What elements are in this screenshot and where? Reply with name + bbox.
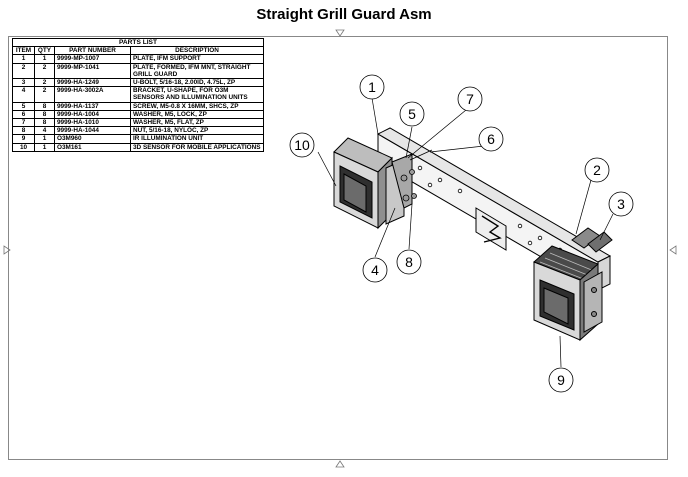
balloon-circle [289,132,315,158]
parts-list-table: PARTS LIST ITEM QTY PART NUMBER DESCRIPT… [12,37,264,152]
balloon-circle [608,191,634,217]
balloon-circle [548,367,574,393]
fasteners-left [400,147,433,202]
top-arrow-icon [335,29,345,37]
right-arrow-icon [669,245,677,255]
balloon-label: 2 [593,162,601,178]
bracket-right [583,271,603,333]
formed-plate-and-ubolt [571,227,613,253]
description-cell: PLATE, FORMED, IFM MNT, STRAIGHT GRILL G… [130,62,264,80]
bracket-left [385,153,413,225]
balloon-label: 3 [617,196,625,212]
balloon-label: 5 [408,106,416,122]
balloon-circle [457,86,483,112]
description-cell: 3D SENSOR FOR MOBILE APPLICATIONS [130,142,264,152]
description-cell: BRACKET, U-SHAPE, FOR O3M SENSORS AND IL… [130,86,264,103]
support-plate [376,127,612,291]
leader-lines [317,97,614,368]
balloon-label: 10 [294,137,310,153]
description-cell: U-BOLT, 5/16-18, 2.00ID, 4.75L, ZP [130,78,264,88]
drawing-frame [8,36,668,460]
drawing-title: Straight Grill Guard Asm [256,6,432,23]
balloon-circle [478,126,504,152]
part-number-cell: 9999-HA-3002A [54,86,131,103]
item-balloons: 1 2 3 4 5 6 7 8 9 10 [289,74,634,393]
balloon-circle [396,249,422,275]
description-cell: PLATE, IFM SUPPORT [130,54,264,64]
description-cell: SCREW, M5-0.8 X 16MM, SHCS, ZP [130,101,264,111]
header-description: DESCRIPTION [130,46,264,56]
balloon-label: 7 [466,91,474,107]
balloon-label: 8 [405,254,413,270]
bottom-arrow-icon [335,460,345,468]
part-number-cell: 9999-MP-1041 [54,62,131,80]
sensor-o3m161 [333,137,393,230]
frame-arrows [3,29,677,468]
balloon-circle [399,101,425,127]
description-cell: IR ILLUMINATION UNIT [130,134,264,144]
description-cell: WASHER, M5, FLAT, ZP [130,118,264,128]
balloon-label: 4 [371,262,379,278]
description-cell: NUT, 5/16-18, NYLOC, ZP [130,126,264,136]
balloon-circle [359,74,385,100]
balloon-label: 6 [487,131,495,147]
balloon-circle [584,157,610,183]
balloon-label: 1 [368,79,376,95]
parts-list-caption: PARTS LIST [12,37,264,48]
description-cell: WASHER, M5, LOCK, ZP [130,109,264,120]
left-arrow-icon [3,245,11,255]
balloon-circle [362,257,388,283]
balloon-label: 9 [557,372,565,388]
